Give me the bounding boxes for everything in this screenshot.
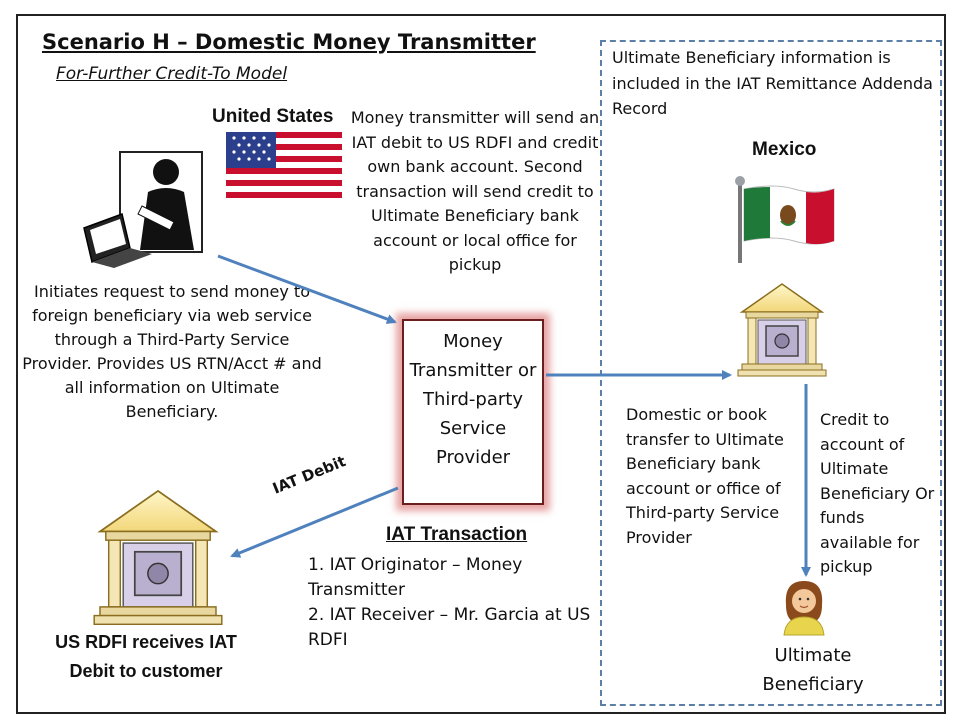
ultimate-beneficiary-label: Ultimate Beneficiary xyxy=(762,645,864,695)
arrow-initiator-to-transmitter xyxy=(217,254,397,324)
transmitter-note: Money transmitter will send an IAT debit… xyxy=(350,108,600,274)
person-at-laptop-icon xyxy=(83,151,203,268)
credit-note: Credit to account of Ultimate Beneficiar… xyxy=(820,410,935,576)
money-transmitter-label: Money Transmitter or Third-party Service… xyxy=(409,331,537,468)
initiator-note: Initiates request to send money to forei… xyxy=(22,282,322,421)
mexico-flag-icon xyxy=(735,176,835,263)
diagram-title: Scenario H – Domestic Money Transmitter xyxy=(42,30,536,54)
mexico-region-box xyxy=(600,40,942,706)
us-label: United States xyxy=(212,106,334,127)
ultimate-info-note: Ultimate Beneficiary information is incl… xyxy=(612,48,933,118)
iat-transaction-item: 2. IAT Receiver – Mr. Garcia at US RDFI xyxy=(308,605,591,650)
rdfi-label: US RDFI receives IAT Debit to customer xyxy=(55,632,237,681)
diagram-subtitle: For-Further Credit-To Model xyxy=(56,64,288,84)
woman-avatar-icon xyxy=(783,581,825,636)
iat-transaction-list: 1. IAT Originator – Money Transmitter 2.… xyxy=(308,553,598,653)
mexico-label: Mexico xyxy=(752,139,817,160)
domestic-transfer-note: Domestic or book transfer to Ultimate Be… xyxy=(626,405,784,547)
us-flag-icon xyxy=(226,132,342,200)
iat-transaction-item: 1. IAT Originator – Money Transmitter xyxy=(308,555,523,600)
bank-building-icon xyxy=(93,489,223,626)
money-transmitter-box: Money Transmitter or Third-party Service… xyxy=(402,319,544,505)
iat-transaction-title: IAT Transaction xyxy=(386,524,528,545)
arrow-transmitter-to-us-rdfi xyxy=(230,486,399,558)
bank-building-icon xyxy=(737,283,827,377)
